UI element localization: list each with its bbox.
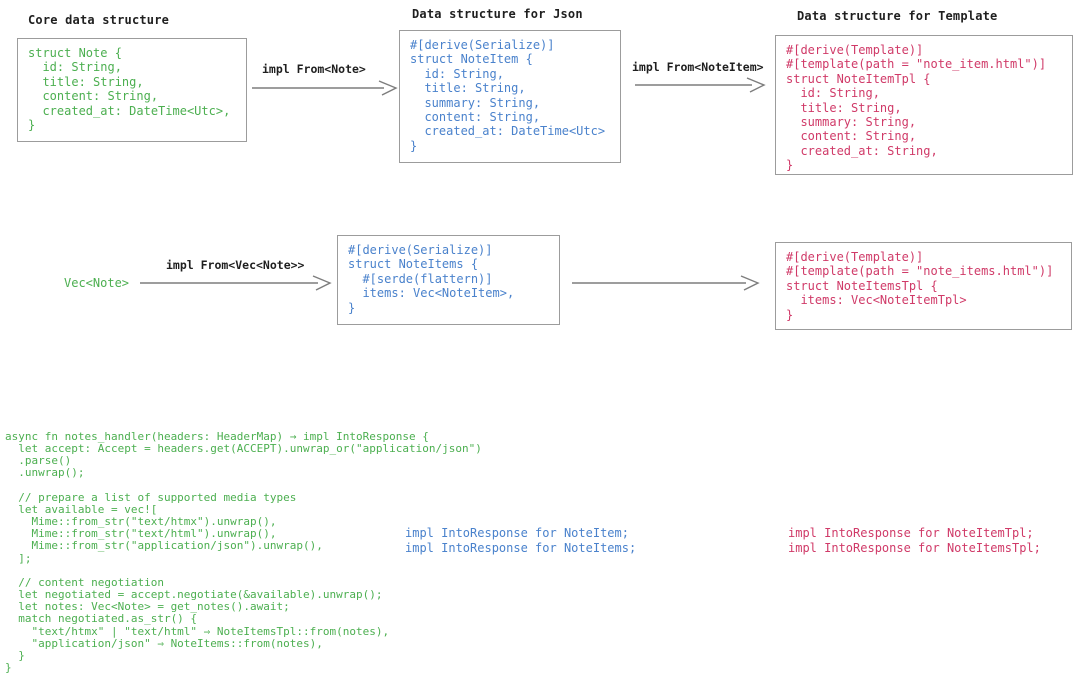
noteitemstpl-struct-code: #[derive(Template)] #[template(path = "n… (786, 250, 1054, 322)
arrow-noteitem-to-noteitemtpl-icon (635, 77, 766, 93)
impl-from-noteitem-label: impl From<NoteItem> (632, 60, 764, 74)
noteitemtpl-struct-box: #[derive(Template)] #[template(path = "n… (775, 35, 1073, 175)
noteitemtpl-struct-code: #[derive(Template)] #[template(path = "n… (786, 43, 1047, 173)
arrow-vecnote-to-noteitems-icon (140, 275, 332, 291)
noteitems-struct-code: #[derive(Serialize)] struct NoteItems { … (348, 243, 515, 315)
noteitem-struct-code: #[derive(Serialize)] struct NoteItem { i… (410, 38, 606, 153)
note-struct-code: struct Note { id: String, title: String,… (28, 46, 231, 133)
impl-from-vec-note-label: impl From<Vec<Note>> (166, 258, 305, 272)
impl-intoresponse-template-code: impl IntoResponse for NoteItemTpl; impl … (788, 526, 1041, 556)
noteitems-struct-box: #[derive(Serialize)] struct NoteItems { … (337, 235, 560, 325)
heading-data-structure-for-template: Data structure for Template (797, 9, 998, 23)
impl-from-note-label: impl From<Note> (262, 62, 366, 76)
noteitemstpl-struct-box: #[derive(Template)] #[template(path = "n… (775, 242, 1072, 330)
note-struct-box: struct Note { id: String, title: String,… (17, 38, 247, 142)
vec-note-label: Vec<Note> (64, 276, 130, 290)
heading-core-data-structure: Core data structure (28, 13, 170, 27)
heading-data-structure-for-json: Data structure for Json (412, 7, 583, 21)
arrow-noteitems-to-noteitemstpl-icon (572, 275, 760, 291)
impl-intoresponse-json-code: impl IntoResponse for NoteItem; impl Int… (405, 526, 637, 556)
notes-handler-code: async fn notes_handler(headers: HeaderMa… (5, 430, 482, 674)
noteitem-struct-box: #[derive(Serialize)] struct NoteItem { i… (399, 30, 621, 163)
arrow-note-to-noteitem-icon (252, 80, 398, 96)
